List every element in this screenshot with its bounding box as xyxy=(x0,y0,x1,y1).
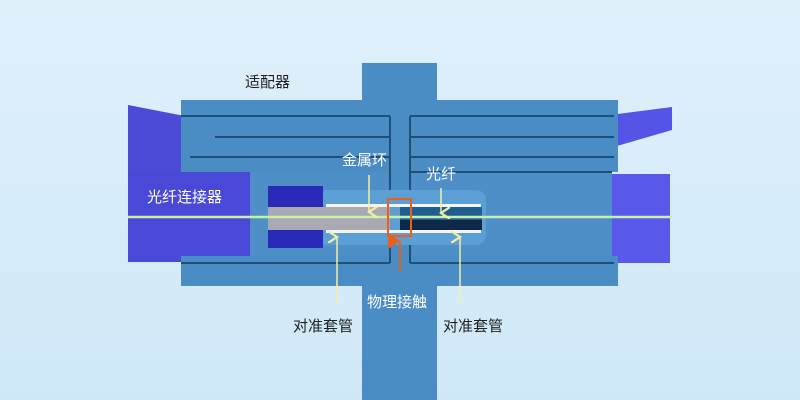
adapter-label: 适配器 xyxy=(245,73,291,91)
alignment-sleeve-left-label: 对准套管 xyxy=(293,317,354,335)
metal-ring-label: 金属环 xyxy=(342,151,388,169)
physical-contact-label: 物理接触 xyxy=(367,293,428,311)
fiber-connector-label: 光纤连接器 xyxy=(147,188,223,206)
right-ferrule-shadow xyxy=(400,220,482,230)
alignment-sleeve-top xyxy=(326,204,481,207)
right-connector-body xyxy=(612,174,670,263)
alignment-sleeve-right-label: 对准套管 xyxy=(443,317,504,335)
right-connector-latch xyxy=(610,107,672,148)
alignment-sleeve-bottom xyxy=(326,230,481,233)
adapter-grooves xyxy=(181,115,614,264)
left-ferrule xyxy=(268,207,390,230)
fiber-label: 光纤 xyxy=(426,165,457,183)
